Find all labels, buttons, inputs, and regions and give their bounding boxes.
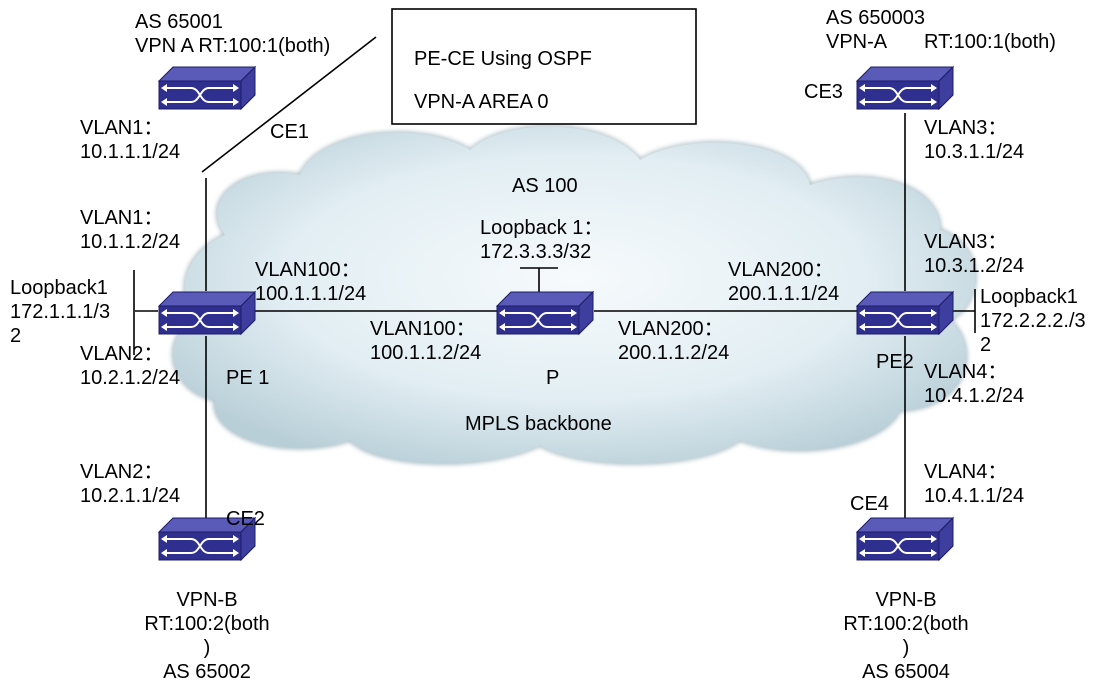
p-vlan100-ip: 100.1.1.2/24 <box>370 342 481 364</box>
ospf-area-pointer-line <box>201 36 377 173</box>
legend-line-2: VPN-A AREA 0 <box>414 91 549 113</box>
p-loopback-ip: 172.3.3.3/32 <box>480 241 591 263</box>
backbone-as-label: AS 100 <box>512 175 578 197</box>
ce1-vlan-label: VLAN1： <box>80 117 163 139</box>
ce2-rt-line2: ) <box>204 637 211 659</box>
pe1-loopback-label: Loopback1 <box>10 277 108 299</box>
ce3-vlan-label: VLAN3： <box>924 117 1007 139</box>
p-loopback-label: Loopback 1： <box>480 217 603 239</box>
ce2-rt-line1: RT:100:2(both <box>144 613 269 635</box>
backbone-name-label: MPLS backbone <box>465 413 612 435</box>
pe1-switch-icon[interactable] <box>158 291 256 335</box>
pe2-vlan4-label: VLAN4： <box>924 361 1007 383</box>
pe1-loopback-ip-line1: 172.1.1.1/3 <box>10 301 110 323</box>
p-vlan100-label: VLAN100： <box>370 318 476 340</box>
pe1-vlan2-label: VLAN2： <box>80 343 163 365</box>
ce3-as-label: AS 650003 <box>826 7 925 29</box>
pe2-loopback-ip-line1: 172.2.2.2./3 <box>980 310 1086 332</box>
ce4-vlan-label: VLAN4： <box>924 461 1007 483</box>
ce2-vlan-label: VLAN2： <box>80 461 163 483</box>
pe1-vlan100-ip: 100.1.1.1/24 <box>255 283 366 305</box>
pe2-loopback-ip-line2: 2 <box>980 334 991 356</box>
pe1-loopback-ip-line2: 2 <box>10 325 21 347</box>
ce3-name-label: CE3 <box>804 81 843 103</box>
pe1-vlan100-label: VLAN100： <box>255 259 361 281</box>
ce1-vpn-label: VPN A RT:100:1(both) <box>135 35 330 57</box>
ce1-ip-label: 10.1.1.1/24 <box>80 141 180 163</box>
ce4-switch-icon[interactable] <box>856 517 954 561</box>
pe1-vlan1-label: VLAN1： <box>80 207 163 229</box>
p-switch-icon[interactable] <box>496 291 594 335</box>
ce4-ip-label: 10.4.1.1/24 <box>924 485 1024 507</box>
ce1-name-label: CE1 <box>270 121 309 143</box>
pe2-name-label: PE2 <box>876 351 914 373</box>
pe1-vlan2-ip: 10.2.1.2/24 <box>80 367 180 389</box>
legend-line-1: PE-CE Using OSPF <box>414 48 592 70</box>
pe2-vlan3-label: VLAN3： <box>924 231 1007 253</box>
ce1-switch-icon[interactable] <box>158 66 256 110</box>
ce4-rt-line1: RT:100:2(both <box>843 613 968 635</box>
p-name-label: P <box>546 367 559 389</box>
ce4-rt-line2: ) <box>903 637 910 659</box>
ce1-as-label: AS 65001 <box>135 11 223 33</box>
ce4-name-label: CE4 <box>850 493 889 515</box>
pe2-vlan3-ip: 10.3.1.2/24 <box>924 255 1024 277</box>
pe2-loopback-label: Loopback1 <box>980 286 1078 308</box>
p-vlan200-label: VLAN200： <box>618 318 724 340</box>
pe1-name-label: PE 1 <box>226 367 269 389</box>
ce2-as-label: AS 65002 <box>163 661 251 683</box>
pe2-vlan200-label: VLAN200： <box>728 259 834 281</box>
ce4-as-label: AS 65004 <box>862 661 950 683</box>
ce3-ip-label: 10.3.1.1/24 <box>924 141 1024 163</box>
ospf-legend-box: PE-CE Using OSPF VPN-A AREA 0 <box>391 8 697 125</box>
pe2-vlan200-ip: 200.1.1.1/24 <box>728 283 839 305</box>
ce2-vpn-label: VPN-B <box>176 589 237 611</box>
pe2-vlan4-ip: 10.4.1.2/24 <box>924 385 1024 407</box>
ce3-vpn-label: VPN-A <box>826 31 888 53</box>
ce3-switch-icon[interactable] <box>856 66 954 110</box>
pe1-vlan1-ip: 10.1.1.2/24 <box>80 231 180 253</box>
pe2-switch-icon[interactable] <box>856 291 954 335</box>
ce2-name-label: CE2 <box>226 508 265 530</box>
ce3-rt-label: RT:100:1(both) <box>924 31 1056 53</box>
ce4-vpn-label: VPN-B <box>875 589 936 611</box>
ce2-ip-label: 10.2.1.1/24 <box>80 485 180 507</box>
p-vlan200-ip: 200.1.1.2/24 <box>618 342 729 364</box>
